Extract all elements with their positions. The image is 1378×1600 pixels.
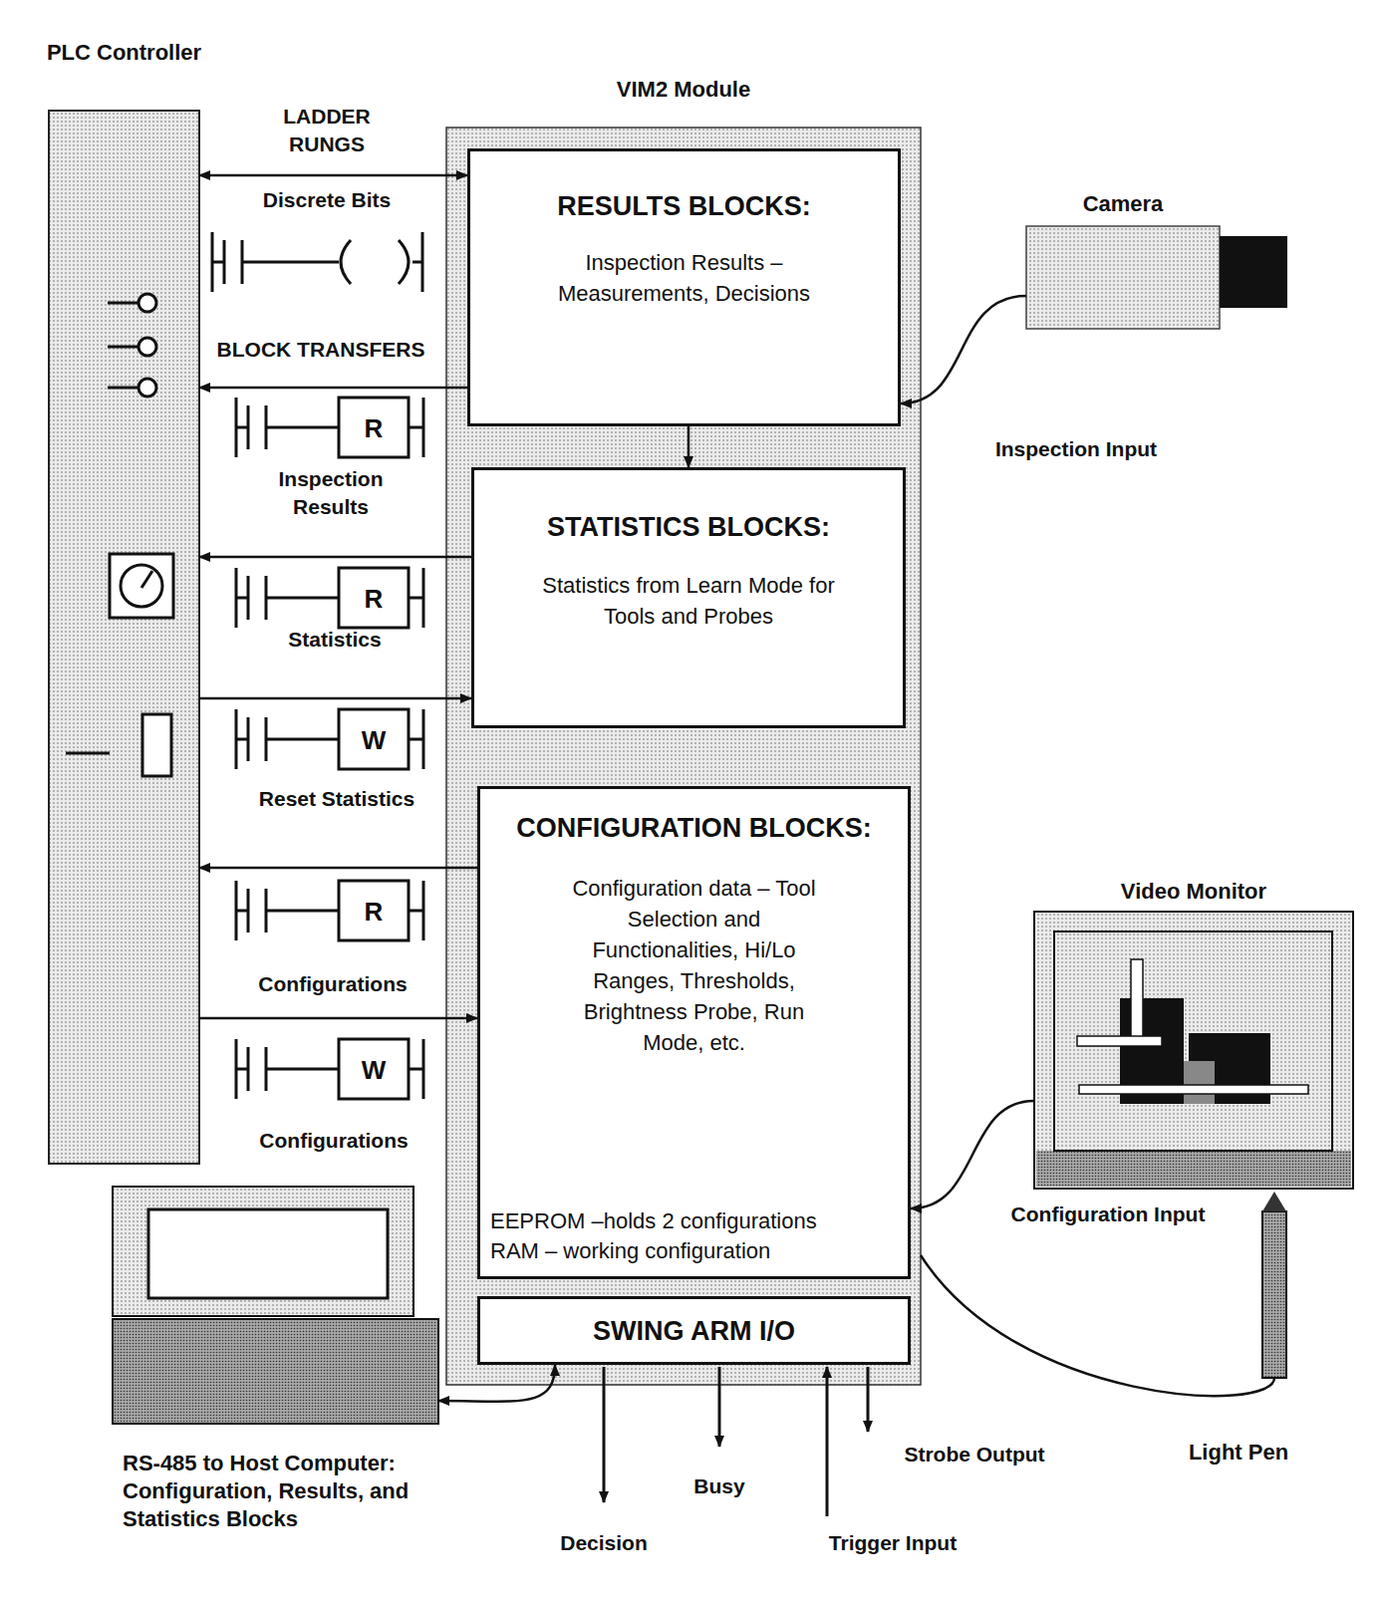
host-computer-illustration: [112, 1186, 439, 1424]
statistics-block: STATISTICS BLOCKS: Statistics from Learn …: [471, 467, 906, 729]
annotation-label: Configurations: [229, 1126, 439, 1155]
connector: [199, 174, 468, 178]
plc-controller: PLC Controller: [48, 110, 200, 1164]
light-pen: Light Pen: [1260, 1191, 1289, 1378]
node-heading: VIM2 Module: [446, 75, 921, 104]
ladder-instruction-letter: R: [353, 413, 394, 444]
ladder-rung-symbol: [236, 709, 424, 770]
plc-bar: [48, 110, 200, 1164]
annotation-label: Statistics: [250, 625, 420, 654]
module-housing: [446, 127, 921, 1385]
edge-label: Discrete Bits: [242, 186, 412, 215]
connector: [199, 866, 478, 870]
annotation-label: Reset Statistics: [222, 785, 452, 814]
node-text: RAM – working configuration: [480, 1236, 908, 1267]
annotation-label: LADDER RUNGS: [262, 102, 392, 159]
node-heading: Camera: [1026, 190, 1220, 219]
annotation-label: Configurations: [228, 970, 438, 999]
host-computer: RS-485 to Host Computer: Configuration, …: [112, 1186, 439, 1424]
ladder-rung-symbol: [236, 1039, 424, 1100]
ladder-instruction-letter: W: [353, 1055, 394, 1086]
vim2-module: VIM2 ModuleRESULTS BLOCKS:Inspection Res…: [446, 127, 921, 1385]
connector: [920, 1255, 1275, 1396]
label-ground: Discrete Bits: [260, 188, 394, 212]
monitor-illustration: [1034, 911, 1354, 1189]
node-heading: STATISTICS BLOCKS:: [547, 510, 830, 545]
edge-label: Inspection Input: [976, 435, 1176, 464]
camera: Camera: [1026, 226, 1288, 329]
ladder-rung-symbol: [236, 880, 424, 941]
ladder-instruction-letter: R: [353, 896, 394, 927]
connector: [199, 555, 472, 559]
annotation-label: Decision: [534, 1529, 674, 1558]
ladder-rung-symbol: [236, 567, 424, 628]
label-ground: Configuration Input: [1008, 1202, 1209, 1226]
connector: [687, 426, 691, 468]
node-heading: Video Monitor: [1034, 877, 1354, 906]
connector: [199, 1017, 478, 1021]
ladder-rung-symbol: [212, 232, 423, 292]
annotation-label: Trigger Input: [798, 1529, 988, 1558]
node-heading: PLC Controller: [38, 38, 210, 67]
node-text: EEPROM –holds 2 configurations: [480, 1206, 908, 1237]
edge-label: Configuration Input: [988, 1200, 1228, 1229]
node-heading: RS-485 to Host Computer: Configuration, …: [122, 1449, 467, 1534]
ladder-instruction-letter: W: [353, 725, 394, 756]
annotation-label: Strobe Output: [879, 1440, 1070, 1469]
ladder-rung-symbol: [236, 397, 424, 458]
node-text: Statistics from Learn Mode for Tools and…: [474, 569, 903, 632]
swing-arm-io: SWING ARM I/O: [477, 1296, 911, 1366]
video-monitor: Video Monitor: [1034, 911, 1354, 1189]
label-ground: Inspection Input: [992, 437, 1160, 461]
signal-arrow: [603, 1367, 868, 1517]
node-heading: SWING ARM I/O: [592, 1314, 796, 1349]
camera-illustration: [1026, 226, 1288, 329]
node-text: Configuration data – Tool Selection and …: [480, 872, 908, 1059]
node-heading: Light Pen: [1163, 1438, 1314, 1467]
connector: [900, 295, 1027, 404]
connector: [910, 1101, 1035, 1209]
ladder-instruction-letter: R: [353, 583, 394, 614]
annotation-label: BLOCK TRANSFERS: [191, 335, 451, 364]
annotation-label: Busy: [674, 1472, 765, 1501]
connector: [438, 1365, 555, 1402]
annotation-label: Inspection Results: [256, 465, 406, 522]
connector: [199, 386, 468, 390]
configuration-block: CONFIGURATION BLOCKS: Configuration data …: [477, 786, 911, 1280]
connector: [199, 697, 472, 701]
node-text: Inspection Results – Measurements, Decis…: [470, 247, 898, 309]
node-heading: RESULTS BLOCKS:: [556, 189, 812, 224]
light-pen-illustration: [1262, 1191, 1287, 1378]
results-block: RESULTS BLOCKS: Inspection Results – Meas…: [467, 148, 901, 427]
node-heading: CONFIGURATION BLOCKS:: [516, 811, 871, 845]
